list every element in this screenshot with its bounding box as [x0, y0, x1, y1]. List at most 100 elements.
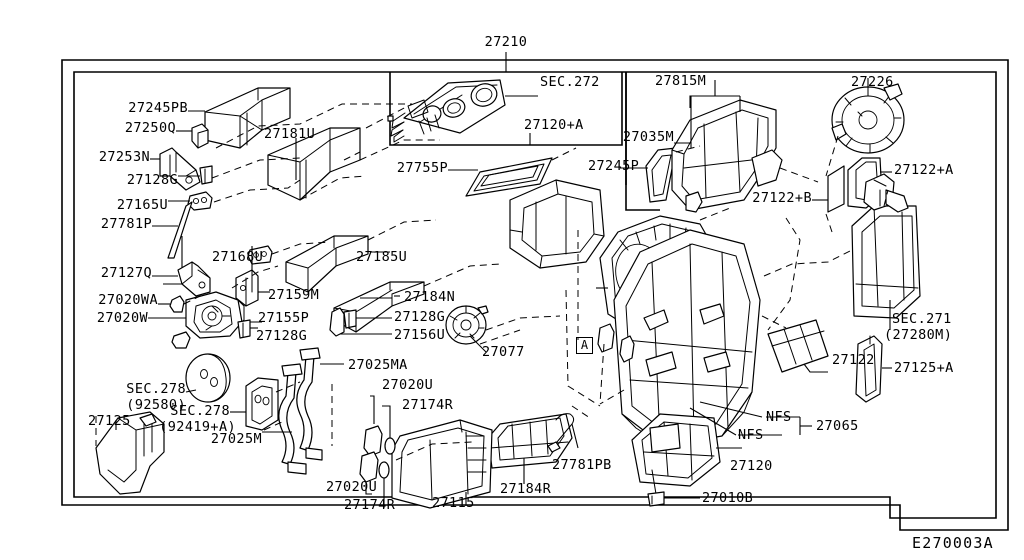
inner-border	[73, 71, 997, 519]
label-27253N: 27253N	[98, 149, 150, 165]
part-27250Q	[176, 123, 209, 149]
label-27120: 27120	[730, 458, 773, 474]
label-27245PB: 27245PB	[128, 100, 188, 116]
part-27755P	[448, 157, 553, 197]
part-27226-blower-motor	[831, 78, 905, 154]
part-27020WA	[158, 295, 185, 313]
part-27010B	[647, 469, 700, 507]
label-27174R-top: 27174R	[402, 397, 454, 413]
part-control-panel-sec272	[387, 79, 538, 143]
label-27122: 27122	[832, 352, 875, 368]
label-27226: 27226	[851, 74, 894, 90]
label-27127Q: 27127Q	[100, 265, 152, 281]
part-27181U	[267, 127, 361, 201]
misc-leaders	[360, 287, 608, 299]
label-27077: 27077	[482, 344, 525, 360]
part-27253N	[150, 147, 201, 191]
group-box-27120A	[389, 72, 623, 146]
label-27020U-bottom: 27020U	[326, 479, 378, 495]
label-sec271-line1: SEC.271	[892, 311, 952, 327]
label-27156U: 27156U	[394, 327, 446, 343]
part-27122B	[812, 165, 845, 213]
part-27245PB	[188, 87, 291, 149]
leader-27815M	[689, 80, 741, 148]
part-27245P	[620, 147, 677, 203]
label-27025M: 27025M	[210, 431, 262, 447]
part-27020U-bottom	[359, 451, 379, 495]
label-27245P: 27245P	[588, 158, 640, 174]
label-27210: 27210	[484, 34, 528, 50]
label-27025MA: 27025MA	[348, 357, 408, 373]
part-27120-lower-case	[631, 413, 742, 487]
part-27185U	[285, 235, 390, 293]
part-27025MA-hose	[296, 347, 344, 461]
part-27122-filter	[767, 319, 829, 373]
label-sec271-line2: (27280M)	[884, 327, 953, 343]
label-27122-plus-a: 27122+A	[894, 162, 954, 178]
part-27020U-top	[363, 395, 383, 457]
part-27174R-oring-top	[382, 405, 396, 455]
label-27020WA: 27020WA	[98, 292, 158, 308]
part-27781PB	[547, 413, 579, 453]
label-27065: 27065	[816, 418, 859, 434]
part-hvac-case-assembly	[509, 179, 761, 447]
part-sec278-92419A	[230, 377, 279, 431]
part-27168U	[247, 245, 273, 270]
leader-nfs-27065	[689, 401, 812, 436]
outer-border	[61, 59, 1009, 531]
part-27174R-oring-bottom	[378, 461, 390, 508]
label-27122-plus-b: 27122+B	[752, 190, 812, 206]
part-27165U	[168, 191, 213, 211]
label-27035M: 27035M	[622, 129, 674, 145]
part-27128G-c	[343, 309, 392, 329]
label-27159M: 27159M	[268, 287, 320, 303]
label-sec272: SEC.272	[540, 74, 600, 90]
part-27127Q	[152, 261, 211, 297]
part-27125-cover	[95, 411, 165, 495]
label-sec278-92580-line1: SEC.278	[126, 381, 186, 397]
label-27781P: 27781P	[100, 216, 152, 232]
part-evaporator-sec271	[851, 173, 921, 330]
label-27020W: 27020W	[96, 310, 148, 326]
label-27128G-b: 27128G	[256, 328, 308, 344]
label-27128G-c: 27128G	[394, 309, 446, 325]
label-27781PB: 27781PB	[552, 457, 612, 473]
part-27025M-hose	[262, 363, 307, 475]
label-27168U: 27168U	[212, 249, 264, 265]
assembly-dashed-lines	[95, 103, 889, 461]
label-27125: 27125	[88, 413, 131, 429]
label-nfs-1: NFS	[766, 409, 792, 425]
part-27035M-duct	[671, 99, 783, 213]
label-27250Q: 27250Q	[124, 120, 176, 136]
label-sec278-92580-line2: (92580)	[126, 397, 186, 413]
part-27128G-b	[237, 319, 258, 339]
label-27120-plus-a: 27120+A	[524, 117, 584, 133]
drawing-code: E270003A	[912, 534, 994, 552]
label-27185U: 27185U	[356, 249, 408, 265]
label-27174R-bottom: 27174R	[344, 497, 396, 513]
part-27128G-a	[178, 165, 213, 185]
label-27020U-top: 27020U	[382, 377, 434, 393]
label-27128G-a: 27128G	[126, 172, 178, 188]
label-27184R: 27184R	[500, 481, 552, 497]
label-sec278-92419a-line1: SEC.278	[170, 403, 230, 419]
label-27010B: 27010B	[702, 490, 754, 506]
label-27184N: 27184N	[404, 289, 456, 305]
marker-a: A	[576, 337, 593, 354]
label-27125-plus-a: 27125+A	[894, 360, 954, 376]
label-27181U: 27181U	[264, 126, 316, 142]
part-sec278-92580	[185, 353, 231, 403]
label-27755P: 27755P	[396, 160, 448, 176]
part-27125A	[855, 335, 892, 403]
label-27115: 27115	[432, 495, 475, 511]
label-27155P: 27155P	[258, 310, 310, 326]
label-sec278-92419a-line2: (92419+A)	[159, 419, 236, 435]
part-27077	[445, 305, 489, 353]
part-27184R	[487, 413, 573, 484]
label-27815M: 27815M	[655, 73, 707, 89]
group-box-27815M	[625, 72, 660, 211]
label-nfs-2: NFS	[738, 427, 764, 443]
part-27156U	[329, 307, 392, 337]
